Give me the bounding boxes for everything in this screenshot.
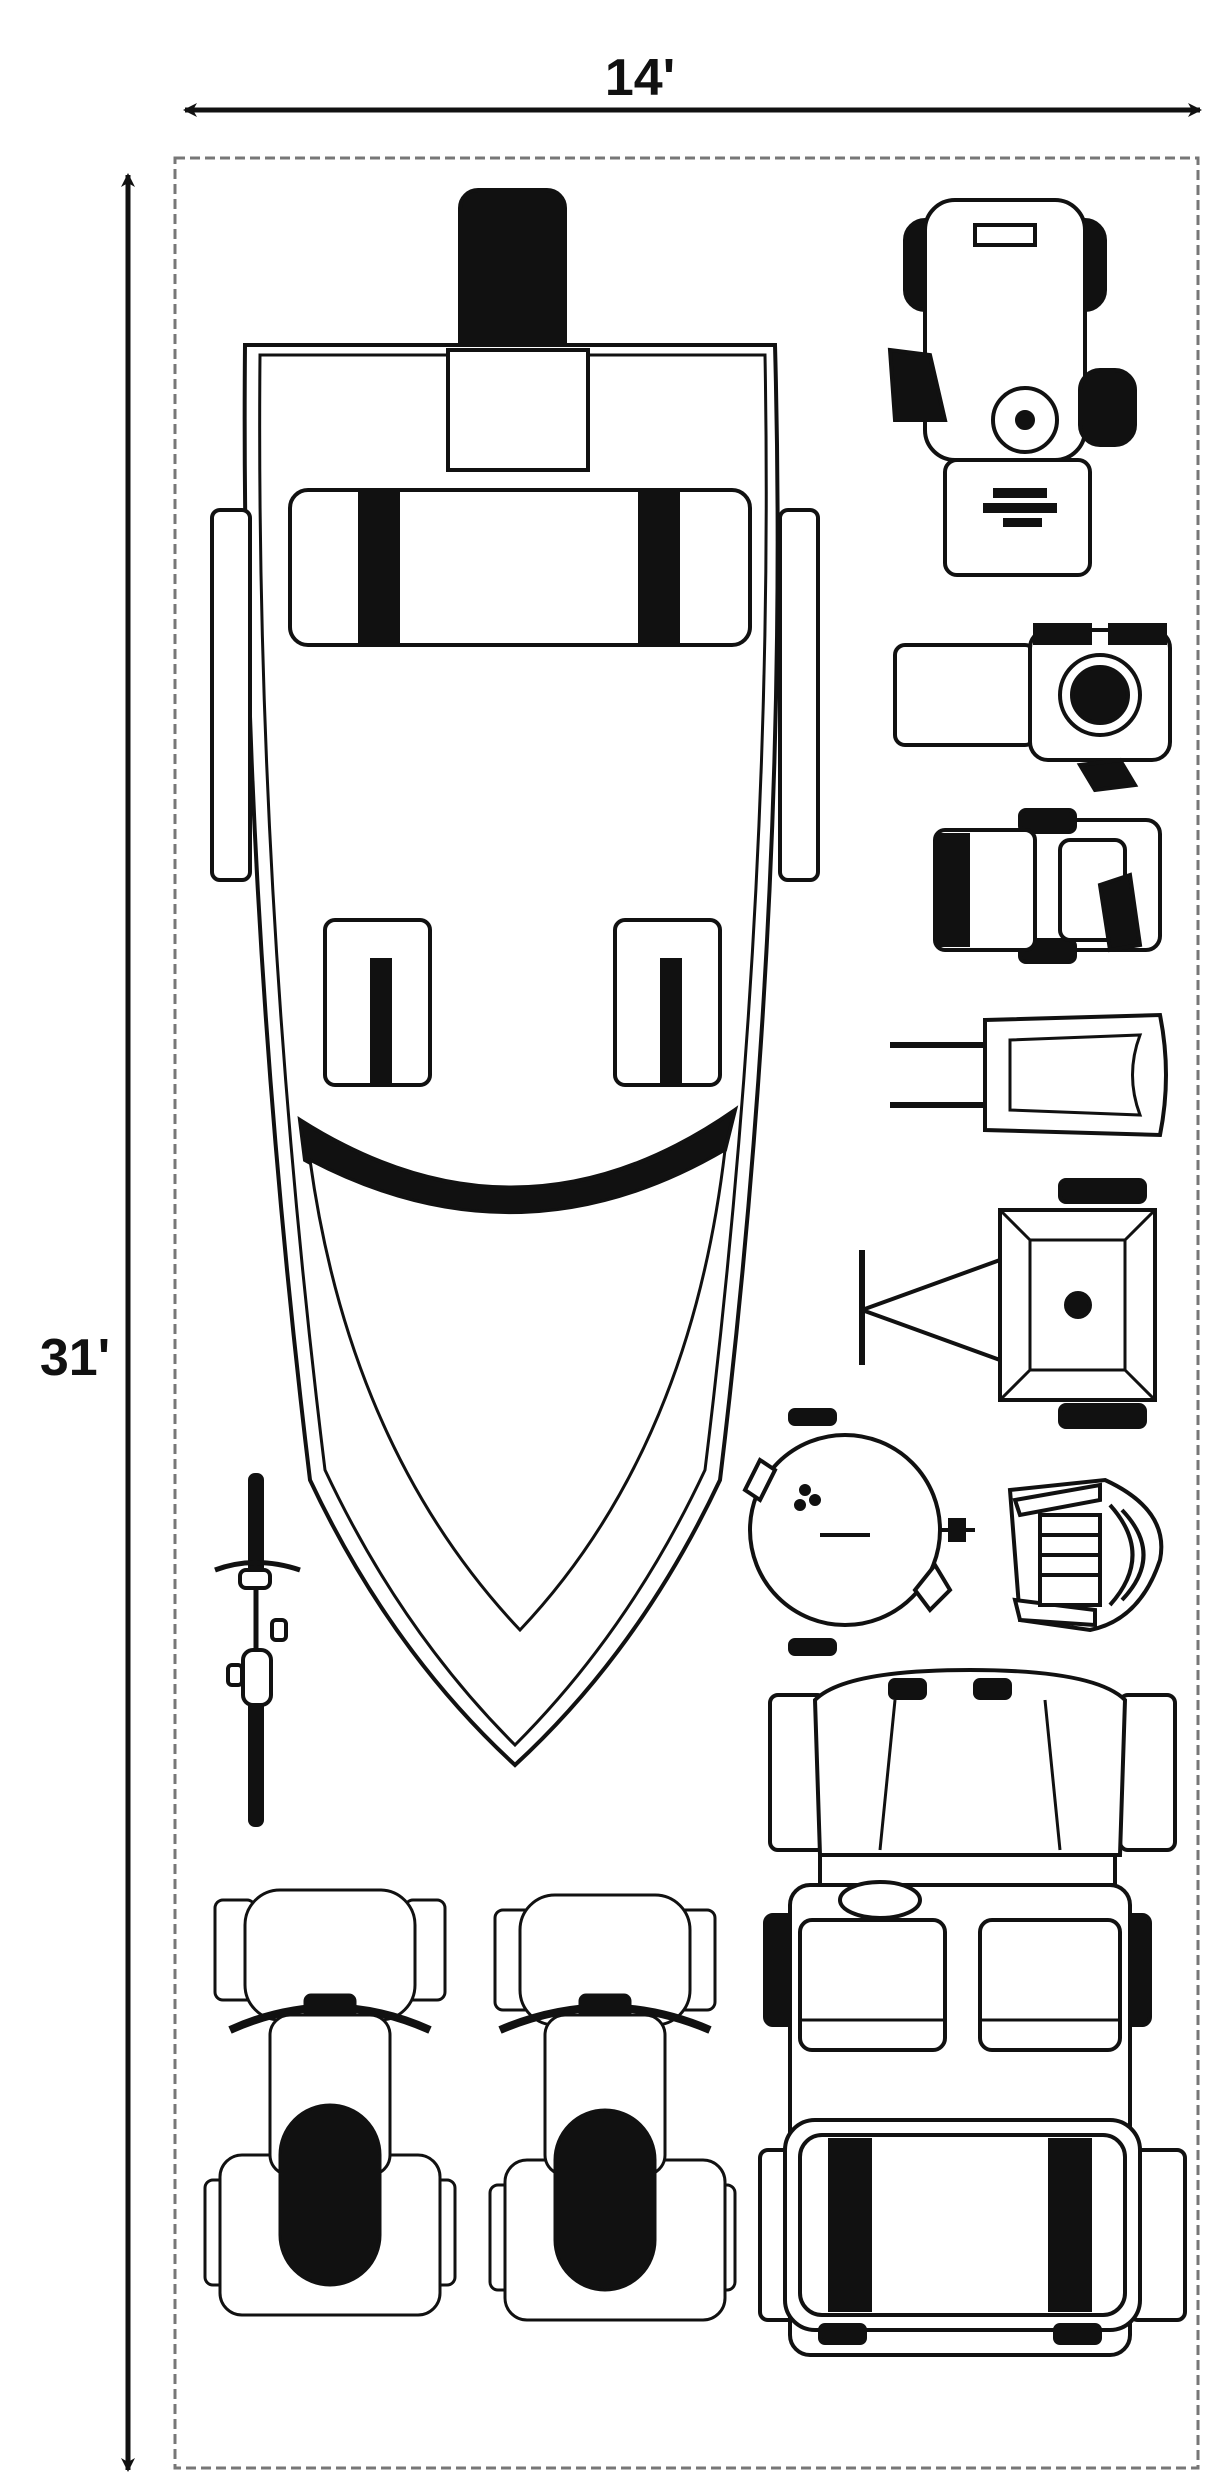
wheelbarrow-icon: [890, 1012, 1168, 1138]
snow-blower-icon: [893, 623, 1172, 793]
push-mower-icon: [933, 808, 1162, 964]
boat-icon: [210, 188, 820, 1768]
motorcycle-icon: [203, 1888, 457, 2317]
width-label: 14': [605, 49, 675, 107]
utv-icon: [758, 1667, 1187, 2357]
chair-icon: [1007, 1477, 1164, 1633]
height-dimension: 31': [40, 173, 135, 2472]
height-label: 31': [40, 1329, 110, 1387]
motorcycle-icon: [488, 1893, 737, 2322]
grill-icon: [742, 1408, 975, 1656]
bicycle-icon: [214, 1473, 301, 1827]
width-dimension: 14': [183, 49, 1202, 117]
riding-mower-icon: [887, 198, 1137, 577]
trailer-icon: [859, 1178, 1157, 1429]
